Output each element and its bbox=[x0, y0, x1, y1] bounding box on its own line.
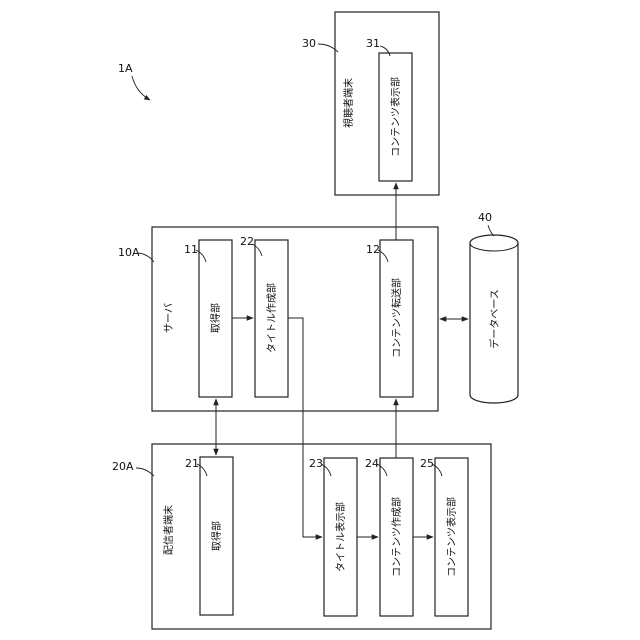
system-ref: 1A bbox=[118, 62, 133, 75]
distributor-title-display-label: タイトル表示部 bbox=[334, 502, 347, 572]
server-content-transfer-ref: 12 bbox=[366, 243, 380, 256]
database-leader bbox=[488, 225, 494, 236]
distributor-terminal-ref: 20A bbox=[112, 460, 134, 473]
database: 40 データベース bbox=[470, 211, 518, 403]
server-title-creator-label: タイトル作成部 bbox=[265, 283, 278, 353]
distributor-terminal-label: 配信者端末 bbox=[162, 505, 175, 555]
system-ref-arrow bbox=[132, 76, 150, 100]
server-title-creator-ref: 22 bbox=[240, 235, 254, 248]
server-content-transfer-label: コンテンツ転送部 bbox=[390, 278, 403, 358]
database-ref: 40 bbox=[478, 211, 492, 224]
server-acquire-ref: 11 bbox=[184, 243, 198, 256]
viewer-terminal-ref: 30 bbox=[302, 37, 316, 50]
server-label: サーバ bbox=[163, 303, 175, 333]
viewer-terminal-label: 視聴者端末 bbox=[342, 78, 355, 128]
server: 10A サーバ 11 取得部 22 タイトル作成部 12 コンテンツ転送部 bbox=[118, 227, 438, 411]
distributor-acquire-ref: 21 bbox=[185, 457, 199, 470]
distributor-acquire-label: 取得部 bbox=[210, 521, 223, 551]
viewer-content-display-label: コンテンツ表示部 bbox=[389, 77, 402, 157]
distributor-terminal-leader bbox=[136, 468, 154, 476]
distributor-terminal: 20A 配信者端末 21 取得部 23 タイトル表示部 24 コンテンツ作成部 … bbox=[112, 444, 491, 629]
viewer-terminal: 30 視聴者端末 31 コンテンツ表示部 bbox=[302, 12, 439, 195]
server-ref: 10A bbox=[118, 246, 140, 259]
distributor-content-creator-label: コンテンツ作成部 bbox=[390, 497, 403, 577]
distributor-title-display-ref: 23 bbox=[309, 457, 323, 470]
database-label: データベース bbox=[488, 289, 501, 349]
distributor-content-display-label: コンテンツ表示部 bbox=[445, 497, 458, 577]
distributor-content-creator-ref: 24 bbox=[365, 457, 379, 470]
server-acquire-label: 取得部 bbox=[209, 303, 222, 333]
distributor-content-display-ref: 25 bbox=[420, 457, 434, 470]
viewer-content-display-ref: 31 bbox=[366, 37, 380, 50]
